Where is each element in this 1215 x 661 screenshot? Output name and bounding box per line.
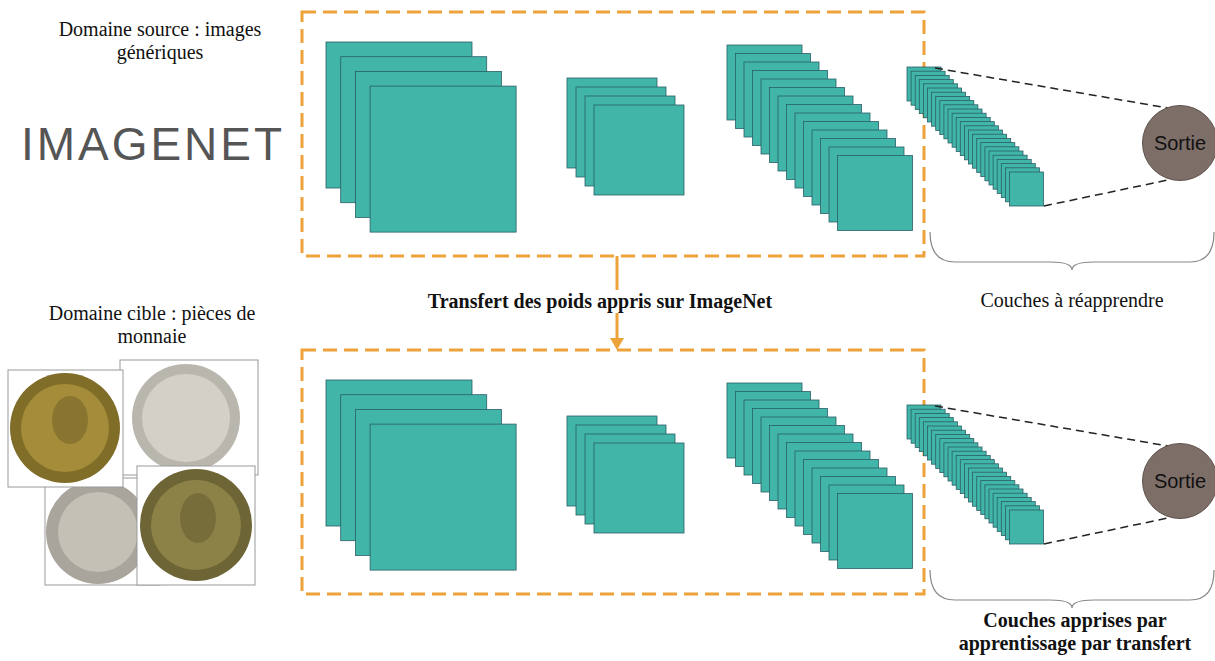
- node-text: Sortie: [1154, 470, 1206, 493]
- output-circle: Sortie: [1142, 105, 1215, 181]
- feature-map: [1010, 172, 1044, 206]
- feature-map: [838, 494, 913, 569]
- feature-map: [838, 156, 913, 231]
- feature-map: [594, 105, 684, 195]
- domain-label: Domaine source : images génériques: [55, 18, 265, 64]
- coin-pictures: [8, 360, 258, 585]
- dashed-frame: [302, 350, 924, 594]
- bracket: [930, 570, 1214, 608]
- leader-line: [1044, 518, 1168, 544]
- leader-line: [1044, 180, 1168, 206]
- bracket: [930, 232, 1214, 270]
- feature-map: [1010, 510, 1044, 544]
- domain-label: Domaine cible : pièces de monnaie: [32, 302, 272, 348]
- logo-text: IMAGENET: [21, 118, 285, 171]
- feature-map: [370, 86, 516, 232]
- network-layers: [302, 12, 1214, 608]
- arrow-label: Transfert des poids appris sur ImageNet: [424, 290, 776, 313]
- leader-line: [935, 68, 1168, 108]
- feature-map: [370, 424, 516, 570]
- output-circle: Sortie: [1142, 443, 1215, 519]
- feature-map: [594, 443, 684, 533]
- dashed-frame: [302, 12, 924, 256]
- leader-line: [935, 406, 1168, 446]
- node-text: Sortie: [1154, 132, 1206, 155]
- layer-label: Couches à réapprendre: [942, 289, 1202, 312]
- layer-label: Couches apprises par apprentissage par t…: [940, 609, 1210, 655]
